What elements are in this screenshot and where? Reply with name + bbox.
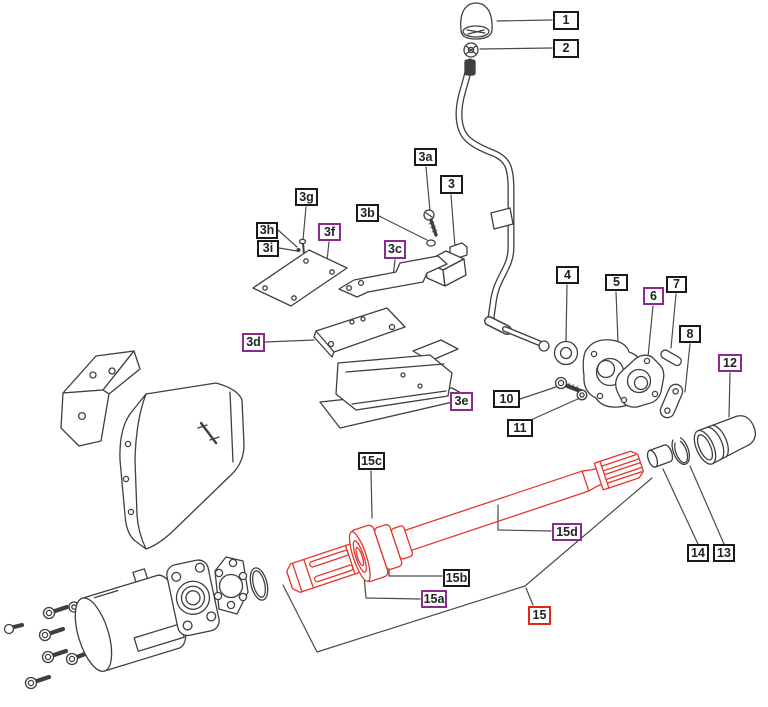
plate-3f-drawing: [252, 249, 348, 307]
shift-lever-rod-drawing: [455, 58, 550, 352]
strap-3c-drawing: [338, 255, 448, 298]
oring-seal-drawing: [249, 567, 269, 601]
bearing-flange-drawing: [166, 559, 220, 637]
bracket-3e-drawing: [319, 339, 471, 429]
roll-pin-7-drawing: [660, 349, 682, 367]
callout-1[interactable]: 1: [553, 11, 579, 30]
washer-3b-drawing: [426, 239, 436, 247]
callout-3g[interactable]: 3g: [295, 188, 318, 206]
washer-11-drawing: [576, 389, 588, 401]
bolt-10-drawing: [554, 376, 586, 395]
callout-10[interactable]: 10: [493, 390, 520, 408]
callout-11[interactable]: 11: [507, 419, 533, 437]
callout-3h[interactable]: 3h: [256, 222, 278, 239]
callout-15d[interactable]: 15d: [552, 523, 582, 541]
bushing-4-drawing: [553, 340, 579, 366]
callout-15b[interactable]: 15b: [443, 569, 470, 587]
callout-3e[interactable]: 3e: [450, 392, 473, 411]
bushing-14-drawing: [646, 444, 674, 468]
callout-15a[interactable]: 15a: [421, 590, 447, 608]
callout-8[interactable]: 8: [679, 325, 701, 343]
link-arm-8-drawing: [659, 383, 684, 419]
plate-3d-drawing: [313, 307, 406, 358]
flange-6-drawing: [615, 354, 665, 408]
callout-5[interactable]: 5: [605, 274, 628, 291]
callout-4[interactable]: 4: [556, 266, 579, 284]
callout-15[interactable]: 15: [528, 606, 551, 625]
mount-bolts-drawing: [3, 601, 93, 690]
callout-13[interactable]: 13: [713, 544, 735, 562]
guard-shield-drawing: [119, 382, 245, 550]
callout-2[interactable]: 2: [553, 39, 579, 58]
callout-6[interactable]: 6: [643, 287, 664, 305]
callout-3c[interactable]: 3c: [384, 240, 406, 259]
callout-3i[interactable]: 3i: [257, 240, 279, 257]
callout-15c[interactable]: 15c: [358, 452, 385, 470]
shift-knob-drawing: [460, 2, 493, 40]
callout-3f[interactable]: 3f: [318, 223, 341, 241]
pto-shaft-assembly-drawing: [286, 450, 644, 593]
callout-3[interactable]: 3: [440, 175, 463, 194]
callout-7[interactable]: 7: [666, 276, 687, 293]
snap-ring-13-drawing: [671, 437, 690, 466]
cylinder-guard-drawing: [74, 568, 187, 672]
callout-12[interactable]: 12: [718, 354, 742, 372]
gasket-drawing: [213, 556, 249, 615]
group-15-bracket: [282, 477, 653, 653]
callout-3a[interactable]: 3a: [414, 148, 437, 166]
coupler-12-drawing: [693, 415, 757, 465]
screw-3a-drawing: [423, 209, 438, 247]
callout-14[interactable]: 14: [687, 544, 709, 562]
screw-3g-drawing: [296, 238, 307, 255]
callout-3b[interactable]: 3b: [356, 204, 379, 222]
jam-nut-drawing: [463, 42, 479, 58]
callout-3d[interactable]: 3d: [242, 333, 265, 352]
mount-bracket-drawing: [60, 350, 141, 447]
